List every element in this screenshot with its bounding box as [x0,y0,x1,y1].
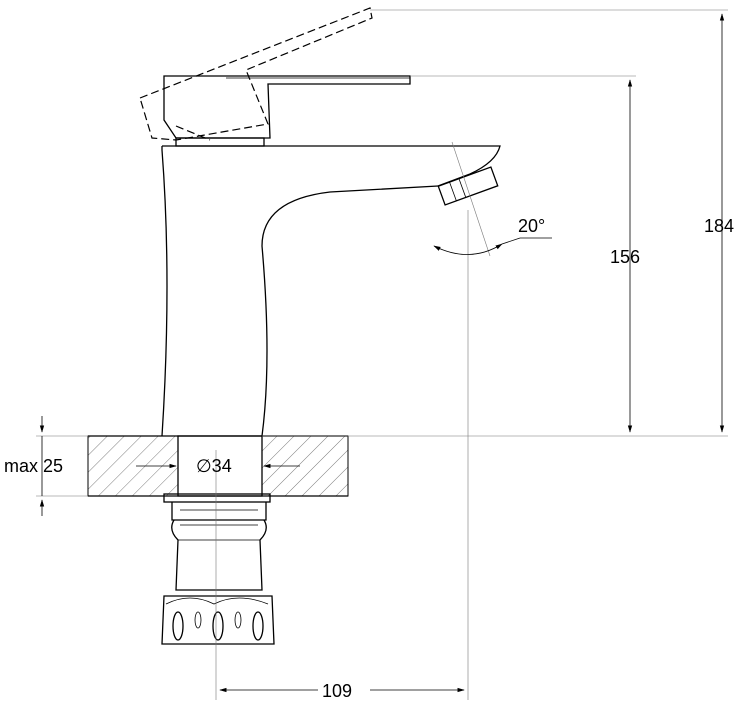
angle-label: 20° [518,216,545,236]
max-thickness-label: max 25 [4,456,63,476]
spout-axis [451,141,491,257]
height-dimension-156: 156 [610,79,640,433]
hole-diameter-label: ∅34 [196,456,232,476]
total-height-label: 184 [704,216,734,236]
lever-handle [163,75,411,139]
angle-dimension: 20° [433,216,552,255]
spout-reach-label: 109 [322,681,352,701]
height-dimension-184: 184 [704,13,734,433]
thickness-dimension: max 25 [4,416,88,516]
spout-aerator [437,166,499,206]
reach-dimension-109: 109 [219,678,465,701]
lever-handle-open-dashed [139,7,373,141]
mounting-fitting [161,493,275,645]
spout-height-label: 156 [610,247,640,267]
hole-diameter-dimension: ∅34 [136,456,300,476]
